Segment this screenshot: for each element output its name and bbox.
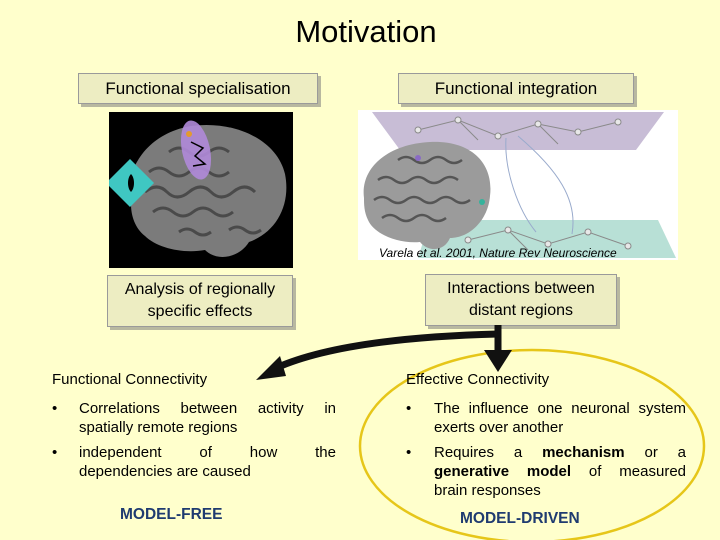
fc-bullet2-line1: independent of how the — [79, 444, 336, 461]
split-arrows — [256, 325, 512, 380]
functional-integration-label: Functional integration — [434, 79, 598, 98]
ec-bullet2-line2: generative model of measured — [434, 462, 686, 481]
model-driven-highlight-ellipse — [358, 348, 706, 540]
functional-connectivity-bullets: • Correlations between activity in spati… — [52, 399, 336, 481]
bullet-glyph: • — [406, 400, 412, 417]
bullet-glyph: • — [52, 400, 58, 417]
analysis-box: Analysis of regionally specific effects — [107, 275, 293, 327]
fc-bullet2-line2: dependencies are caused — [79, 463, 251, 480]
interactions-box: Interactions between distant regions — [425, 274, 617, 326]
ec-bullet2-line1-text-a: Requires a — [434, 444, 543, 461]
list-item: • Requires a mechanism or a generative m… — [406, 443, 686, 500]
analysis-label-line2: specific effects — [147, 303, 253, 320]
model-free-label: MODEL-FREE — [120, 506, 223, 523]
bullet-glyph: • — [406, 444, 412, 461]
effective-connectivity-heading: Effective Connectivity — [406, 371, 550, 388]
ec-bullet2-line1-text-c: or a — [624, 444, 686, 461]
bullet-glyph: • — [52, 444, 58, 461]
interactions-label-line2: distant regions — [468, 302, 574, 319]
slide-title: Motivation — [295, 14, 437, 49]
functional-integration-box: Functional integration — [398, 73, 634, 104]
effective-connectivity-bullets: • The influence one neuronal system exer… — [406, 399, 686, 500]
brain-specialisation-image — [109, 112, 293, 268]
functional-specialisation-label: Functional specialisation — [105, 79, 291, 98]
fc-bullet1-line2: spatially remote regions — [79, 419, 238, 436]
fc-bullet1-line1: Correlations between activity in — [79, 400, 336, 417]
list-item: • independent of how the dependencies ar… — [52, 443, 336, 481]
citation-text: Varela et al. 2001, Nature Rev Neuroscie… — [379, 246, 617, 260]
ec-bullet2-generative-model-emphasis: generative model — [434, 463, 572, 480]
model-driven-label: MODEL-DRIVEN — [460, 510, 580, 527]
functional-connectivity-heading: Functional Connectivity — [52, 371, 208, 388]
ec-bullet1-line2: exerts over another — [434, 419, 564, 436]
brain-integration-network-image — [358, 110, 678, 260]
ec-bullet2-line1: Requires a mechanism or a — [434, 443, 686, 462]
interactions-label-line1: Interactions between — [447, 280, 595, 297]
list-item: • The influence one neuronal system exer… — [406, 399, 686, 437]
functional-specialisation-box: Functional specialisation — [78, 73, 318, 104]
ec-bullet2-mechanism-emphasis: mechanism — [542, 444, 625, 461]
ec-bullet2-line3: brain responses — [434, 482, 541, 499]
list-item: • Correlations between activity in spati… — [52, 399, 336, 437]
ec-bullet2-line2-text-b: of measured — [571, 463, 686, 480]
analysis-label-line1: Analysis of regionally — [124, 281, 276, 298]
ec-bullet1-line1: The influence one neuronal system — [434, 400, 686, 417]
